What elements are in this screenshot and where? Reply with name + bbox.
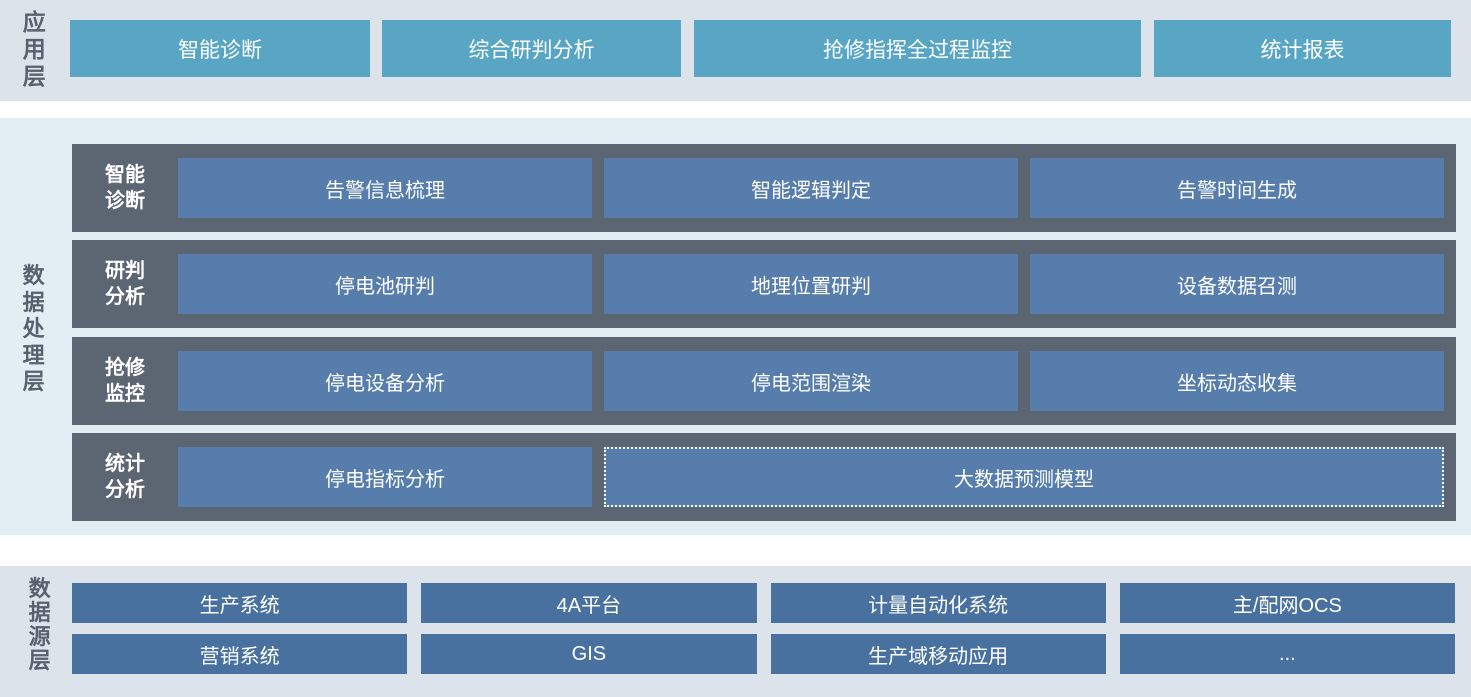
app-item-statistical-reports: 统计报表	[1154, 20, 1451, 77]
app-item-repair-command-monitoring: 抢修指挥全过程监控	[694, 20, 1141, 77]
data-source-layer-label: 数据源层	[28, 576, 51, 673]
app-item-intelligent-diagnosis: 智能诊断	[70, 20, 370, 77]
src-item-marketing-system: 营销系统	[72, 634, 408, 674]
proc-item-alarm-time-generation: 告警时间生成	[1030, 158, 1444, 218]
src-item-production-system: 生产系统	[72, 583, 408, 623]
src-item-ellipsis: ...	[1119, 634, 1455, 674]
application-layer-items: 智能诊断 综合研判分析 抢修指挥全过程监控 统计报表	[70, 20, 1451, 77]
processing-row-items: 停电指标分析 大数据预测模型	[178, 447, 1444, 507]
processing-row-repair-monitoring: 抢修监控 停电设备分析 停电范围渲染 坐标动态收集	[72, 337, 1456, 425]
processing-row-judgment-analysis: 研判分析 停电池研判 地理位置研判 设备数据召测	[72, 240, 1456, 328]
data-source-layer-band: 数据源层 生产系统 4A平台 计量自动化系统 主/配网OCS 营销系统 GIS …	[0, 566, 1471, 697]
processing-row-label: 统计分析	[72, 451, 178, 503]
processing-row-label: 智能诊断	[72, 162, 178, 214]
processing-row-items: 停电设备分析 停电范围渲染 坐标动态收集	[178, 351, 1444, 411]
processing-row-items: 停电池研判 地理位置研判 设备数据召测	[178, 254, 1444, 314]
proc-item-device-data-recall: 设备数据召测	[1030, 254, 1444, 314]
processing-row-label: 抢修监控	[72, 355, 178, 407]
processing-row-items: 告警信息梳理 智能逻辑判定 告警时间生成	[178, 158, 1444, 218]
src-item-main-distribution-ocs: 主/配网OCS	[1119, 583, 1455, 623]
proc-item-coordinate-dynamic-collection: 坐标动态收集	[1030, 351, 1444, 411]
data-processing-layer-label: 数据处理层	[22, 263, 45, 394]
src-item-gis: GIS	[421, 634, 757, 674]
proc-item-outage-indicator-analysis: 停电指标分析	[178, 447, 592, 507]
src-item-production-mobile-app: 生产域移动应用	[770, 634, 1106, 674]
processing-row-label-text: 统计分析	[105, 453, 145, 501]
proc-item-bigdata-prediction-model: 大数据预测模型	[604, 447, 1444, 507]
processing-row-statistical-analysis: 统计分析 停电指标分析 大数据预测模型	[72, 433, 1456, 521]
application-layer-band: 应用层 智能诊断 综合研判分析 抢修指挥全过程监控 统计报表	[0, 0, 1471, 101]
proc-item-outage-device-analysis: 停电设备分析	[178, 351, 592, 411]
processing-row-label-text: 研判分析	[105, 260, 145, 308]
proc-item-geo-location-judgment: 地理位置研判	[604, 254, 1018, 314]
processing-row-label: 研判分析	[72, 258, 178, 310]
app-item-comprehensive-analysis: 综合研判分析	[382, 20, 681, 77]
proc-item-intelligent-logic-judgment: 智能逻辑判定	[604, 158, 1018, 218]
proc-item-alarm-info-sorting: 告警信息梳理	[178, 158, 592, 218]
src-item-4a-platform: 4A平台	[421, 583, 757, 623]
data-source-items: 生产系统 4A平台 计量自动化系统 主/配网OCS 营销系统 GIS 生产域移动…	[72, 583, 1455, 674]
application-layer-label: 应用层	[22, 9, 46, 89]
processing-row-label-text: 抢修监控	[105, 357, 145, 405]
proc-item-outage-judgment: 停电池研判	[178, 254, 592, 314]
src-item-metering-automation-system: 计量自动化系统	[770, 583, 1106, 623]
data-processing-layer-band: 数据处理层 智能诊断 告警信息梳理 智能逻辑判定 告警时间生成 研判分析 停电池…	[0, 118, 1471, 535]
processing-row-intelligent-diagnosis: 智能诊断 告警信息梳理 智能逻辑判定 告警时间生成	[72, 144, 1456, 232]
processing-row-label-text: 智能诊断	[105, 164, 145, 212]
proc-item-outage-range-rendering: 停电范围渲染	[604, 351, 1018, 411]
